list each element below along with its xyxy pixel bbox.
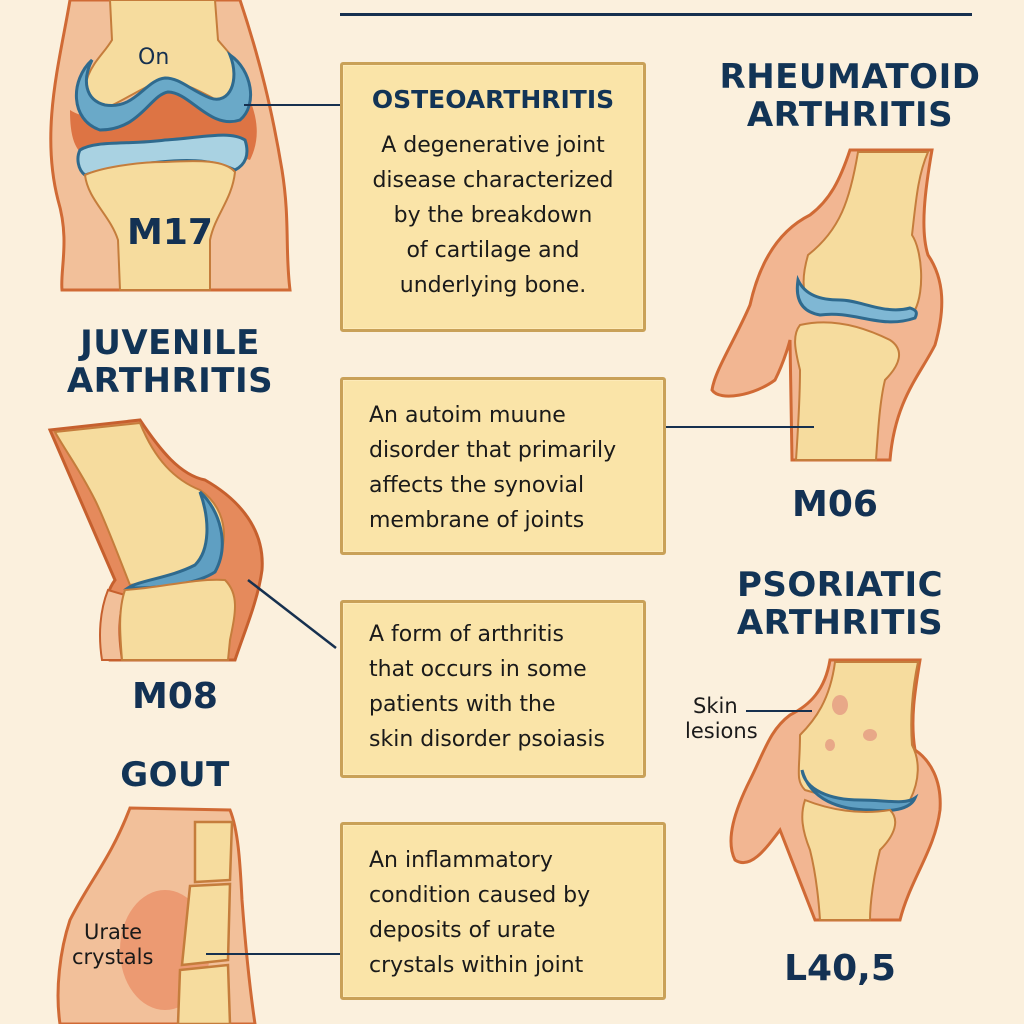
rheumatoid-arthritis-heading: RHEUMATOID ARTHRITIS	[680, 58, 1020, 134]
osteoarthritis-description-line: disease characterized	[372, 168, 614, 193]
callout-line: Skin	[693, 694, 738, 718]
rheumatoid-icd-code: M06	[792, 484, 878, 525]
psoriatic-description-line: patients with the	[369, 692, 556, 717]
psoriatic-skin-lesions-callout: Skin lesions	[685, 694, 758, 744]
gout-heading: GOUT	[120, 755, 230, 795]
osteoarthritis-icd-code: M17	[127, 212, 213, 253]
psoriatic-description-box: A form of arthritis that occurs in some …	[340, 600, 646, 778]
callout-line: lesions	[685, 719, 758, 743]
gout-description-line: condition caused by	[369, 883, 591, 908]
osteoarthritis-description-box: OSTEOARTHRITIS A degenerative joint dise…	[340, 62, 646, 332]
rheumatoid-description-box: An autoim muune disorder that primarily …	[340, 377, 666, 555]
psoriatic-arthritis-heading: PSORIATIC ARTHRITIS	[710, 566, 970, 642]
rheumatoid-description-line: An autoim muune	[369, 403, 566, 428]
gout-description: An inflammatory condition caused by depo…	[343, 825, 663, 983]
osteoarthritis-leader-line	[244, 104, 340, 106]
psoriatic-heading-line: ARTHRITIS	[736, 603, 944, 644]
gout-leader-line	[206, 953, 340, 955]
psoriatic-description-line: skin disorder psoiasis	[369, 727, 605, 752]
gout-description-box: An inflammatory condition caused by depo…	[340, 822, 666, 1000]
juvenile-knee-illustration	[47, 418, 264, 662]
osteoarthritis-description-line: underlying bone.	[399, 273, 587, 298]
callout-line: crystals	[72, 945, 154, 969]
gout-foot-illustration	[56, 806, 257, 1024]
juvenile-heading-line: ARTHRITIS	[66, 361, 274, 402]
psoriatic-description-line: A form of arthritis	[369, 622, 564, 647]
psoriatic-description: A form of arthritis that occurs in some …	[343, 603, 643, 757]
juvenile-heading-line: JUVENILE	[80, 323, 260, 363]
rheumatoid-description-line: membrane of joints	[369, 508, 585, 533]
rheumatoid-heading-line: RHEUMATOID	[719, 57, 981, 97]
juvenile-icd-code: M08	[132, 676, 218, 717]
osteoarthritis-title: OSTEOARTHRITIS	[371, 85, 615, 114]
osteoarthritis-description: A degenerative joint disease characteriz…	[343, 128, 643, 303]
psoriatic-description-line: that occurs in some	[369, 657, 587, 682]
rheumatoid-description: An autoim muune disorder that primarily …	[343, 380, 663, 538]
juvenile-arthritis-heading: JUVENILE ARTHRITIS	[40, 324, 300, 400]
gout-description-line: deposits of urate	[369, 918, 556, 943]
osteoarthritis-description-line: of cartilage and	[406, 238, 580, 263]
psoriatic-icd-code: L40,5	[784, 948, 896, 989]
osteoarthritis-knee-illustration	[49, 0, 292, 292]
skin-lesions-leader-line	[746, 710, 812, 712]
rheumatoid-description-line: affects the synovial	[369, 473, 585, 498]
rheumatoid-leader-line	[666, 426, 814, 428]
gout-description-line: crystals within joint	[369, 953, 584, 978]
rheumatoid-description-line: disorder that primarily	[369, 438, 617, 463]
top-divider	[340, 13, 972, 16]
osteoarthritis-description-line: by the breakdown	[393, 203, 593, 228]
gout-urate-crystals-callout: Urate crystals	[72, 920, 153, 970]
callout-line: Urate	[84, 920, 143, 944]
rheumatoid-joint-illustration	[710, 148, 944, 462]
gout-description-line: An inflammatory	[369, 848, 553, 873]
psoriatic-heading-line: PSORIATIC	[736, 565, 944, 605]
rheumatoid-heading-line: ARTHRITIS	[746, 95, 954, 136]
psoriatic-joint-illustration	[729, 658, 942, 922]
osteoarthritis-description-line: A degenerative joint	[381, 133, 605, 158]
osteoarthritis-illustration-mark: On	[138, 45, 170, 70]
